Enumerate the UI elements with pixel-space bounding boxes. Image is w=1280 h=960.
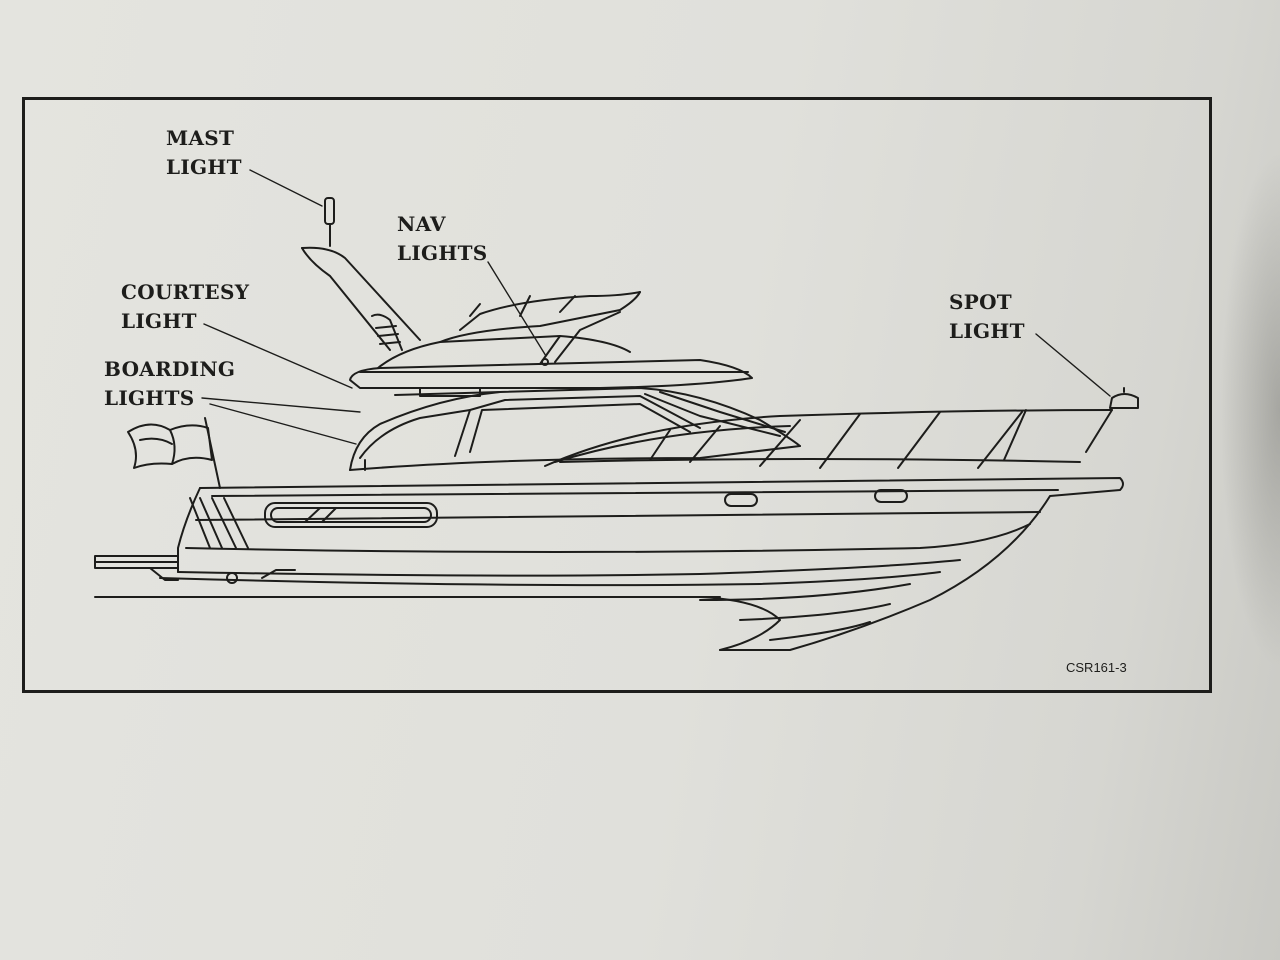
spot-light-fixture (1109, 387, 1139, 409)
courtesy-light-label: COURTESY LIGHT (121, 278, 249, 336)
leader-lines (201, 169, 1111, 445)
courtesy-light-label-line-2: LIGHT (121, 309, 197, 333)
mast-light-label-line-2: LIGHT (166, 155, 242, 179)
figure-frame (22, 97, 1212, 693)
spot-light-label-line-2: LIGHT (949, 319, 1025, 343)
radar-arch (301, 197, 421, 351)
bow-rail (544, 409, 1113, 469)
page-shadow (1220, 150, 1280, 670)
nav-lights-label: NAV LIGHTS (397, 210, 488, 268)
courtesy-light-label-line-1: COURTESY (121, 280, 250, 304)
spot-light-label: SPOT LIGHT (949, 288, 1025, 346)
nav-lights-label-line-1: NAV (397, 212, 446, 236)
spot-light-label-line-1: SPOT (949, 290, 1012, 314)
mast-light-label: MAST LIGHT (166, 124, 242, 182)
cabin (349, 387, 801, 471)
flags (127, 417, 221, 489)
boarding-lights-label-line-1: BOARDING (104, 357, 236, 381)
nav-lights-label-line-2: LIGHTS (397, 241, 488, 265)
boarding-lights-label: BOARDING LIGHTS (104, 355, 235, 413)
figure-code: CSR161-3 (1066, 660, 1127, 675)
flybridge (349, 291, 753, 389)
hull (94, 477, 1124, 651)
mast-light-label-line-1: MAST (166, 126, 235, 150)
boarding-lights-label-line-2: LIGHTS (104, 386, 195, 410)
